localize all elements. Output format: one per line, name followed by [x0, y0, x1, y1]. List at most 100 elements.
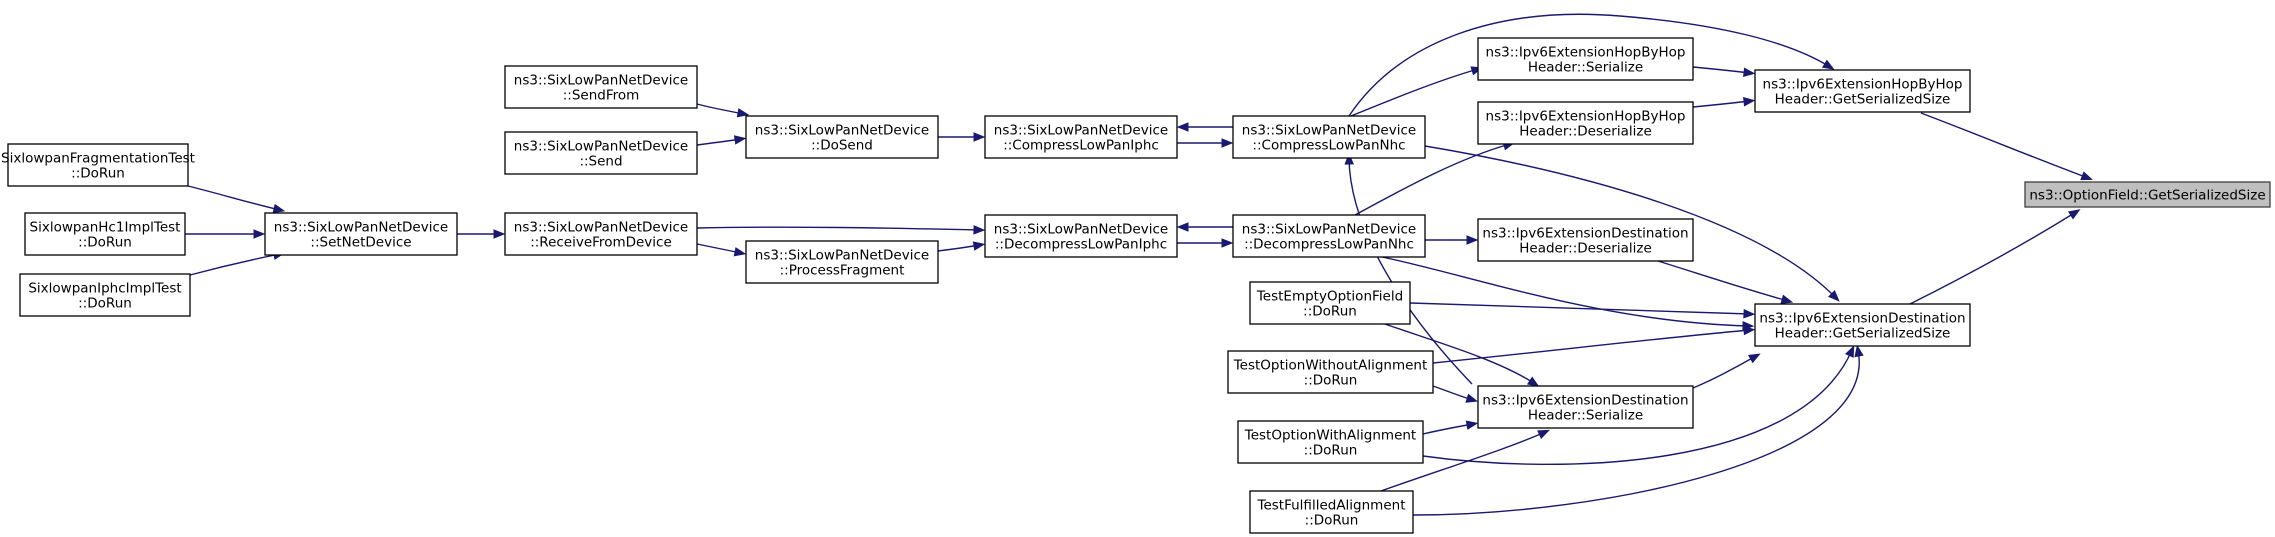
edge-line	[696, 243, 742, 254]
edge-setnet-to-recv	[457, 229, 506, 239]
edge-dst_size-to-root	[1909, 209, 2081, 305]
edge-line	[1412, 349, 1860, 516]
edge-dst_ser-to-dst_size	[1692, 353, 1761, 389]
node-box	[1477, 37, 1694, 81]
node-box	[504, 131, 698, 175]
node-label: Header::Deserialize	[1519, 124, 1652, 140]
node-label: ::DoRun	[1304, 443, 1358, 459]
node-t-with[interactable]: TestOptionWithAlignment::DoRun	[1237, 420, 1424, 464]
node-label: ::Send	[579, 154, 622, 170]
arrowhead	[973, 225, 986, 235]
arrowhead	[1537, 429, 1550, 439]
node-label: ns3::Ipv6ExtensionDestination	[1759, 311, 1965, 327]
edge-line	[696, 226, 981, 231]
node-label: ::CompressLowPanNhc	[1252, 138, 1405, 154]
edge-line	[1350, 68, 1479, 117]
arrowhead	[1743, 325, 1756, 336]
node-box	[504, 212, 698, 256]
edge-comp_nhc-to-dst_size	[1424, 145, 1840, 302]
node-label: ns3::SixLowPanNetDevice	[994, 123, 1168, 139]
edge-dst_deser-to-dst_size	[1657, 260, 1794, 304]
arrowhead	[972, 241, 986, 251]
arrowhead	[1465, 420, 1479, 430]
edge-line	[1692, 100, 1751, 108]
node-label: Header::Serialize	[1528, 60, 1643, 76]
edge-comp_nhc-to-hbh_size	[1348, 13, 1835, 117]
arrowhead	[1176, 222, 1189, 232]
node-hbh-ser[interactable]: ns3::Ipv6ExtensionHopByHopHeader::Serial…	[1477, 37, 1694, 81]
edge-line	[187, 185, 281, 211]
node-hbh-deser[interactable]: ns3::Ipv6ExtensionHopByHopHeader::Deseri…	[1477, 101, 1694, 145]
node-t-hc1[interactable]: SixlowpanHc1ImplTest::DoRun	[24, 212, 186, 256]
edge-recv-to-decomp_iphc	[696, 225, 986, 235]
node-dst-size[interactable]: ns3::Ipv6ExtensionDestinationHeader::Get…	[1754, 303, 1971, 347]
node-box	[984, 115, 1178, 159]
node-dosend[interactable]: ns3::SixLowPanNetDevice::DoSend	[745, 115, 939, 159]
edge-line	[1422, 349, 1853, 466]
edge-comp_nhc-to-hbh_ser	[1350, 66, 1484, 117]
node-box	[1249, 490, 1414, 534]
node-send[interactable]: ns3::SixLowPanNetDevice::Send	[504, 131, 698, 175]
arrowhead	[736, 108, 750, 118]
node-label: ::DoRun	[78, 296, 132, 312]
arrowhead	[1828, 290, 1840, 302]
edge-t_fulfilled-to-dst_ser	[1380, 429, 1550, 492]
node-decomp-iphc[interactable]: ns3::SixLowPanNetDevice::DecompressLowPa…	[984, 214, 1178, 258]
node-label: ::DoRun	[1305, 513, 1359, 529]
node-box	[1249, 281, 1411, 325]
node-box	[19, 273, 191, 317]
nodes: ns3::OptionField::GetSerializedSizens3::…	[1, 37, 2271, 534]
node-label: ns3::Ipv6ExtensionHopByHop	[1763, 77, 1963, 93]
node-box	[1754, 69, 1971, 113]
arrowhead	[1465, 393, 1479, 403]
edge-line	[1657, 260, 1789, 302]
edge-line	[1920, 112, 2089, 179]
edge-line	[1424, 145, 1837, 299]
node-label: SixlowpanHc1ImplTest	[30, 220, 181, 236]
node-comp-nhc[interactable]: ns3::SixLowPanNetDevice::CompressLowPanN…	[1232, 115, 1426, 159]
edge-t_empty-to-dst_size	[1409, 302, 1756, 319]
node-label: ns3::Ipv6ExtensionDestination	[1482, 393, 1688, 409]
edge-t_with-to-dst_size	[1422, 345, 1855, 466]
node-label: ns3::SixLowPanNetDevice	[755, 248, 929, 264]
edge-line	[1692, 66, 1751, 74]
node-t-fulfilled[interactable]: TestFulfilledAlignment::DoRun	[1249, 490, 1414, 534]
edge-t_empty-to-dst_ser	[1384, 323, 1540, 387]
node-root[interactable]: ns3::OptionField::GetSerializedSize	[2024, 181, 2271, 208]
node-dst-ser[interactable]: ns3::Ipv6ExtensionDestinationHeader::Ser…	[1477, 385, 1694, 429]
node-box	[1227, 350, 1434, 394]
node-label: ::DecompressLowPanNhc	[1244, 237, 1414, 253]
node-label: ::DoRun	[1303, 304, 1357, 320]
node-box	[1477, 218, 1694, 262]
node-recv[interactable]: ns3::SixLowPanNetDevice::ReceiveFromDevi…	[504, 212, 698, 256]
node-decomp-nhc[interactable]: ns3::SixLowPanNetDevice::DecompressLowPa…	[1232, 214, 1426, 258]
node-label: Header::Deserialize	[1519, 241, 1652, 257]
node-procfrag[interactable]: ns3::SixLowPanNetDevice::ProcessFragment	[745, 240, 939, 284]
node-box	[745, 240, 939, 284]
node-box	[264, 212, 458, 256]
node-t-without[interactable]: TestOptionWithoutAlignment::DoRun	[1227, 350, 1434, 394]
edge-decomp_nhc-to-decomp_iphc	[1176, 222, 1234, 232]
node-t-frag[interactable]: SixlowpanFragmentationTest::DoRun	[1, 143, 195, 187]
node-dst-deser[interactable]: ns3::Ipv6ExtensionDestinationHeader::Des…	[1477, 218, 1694, 262]
node-setnet[interactable]: ns3::SixLowPanNetDevice::SetNetDevice	[264, 212, 458, 256]
node-box	[984, 214, 1178, 258]
node-hbh-size[interactable]: ns3::Ipv6ExtensionHopByHopHeader::GetSer…	[1754, 69, 1971, 113]
node-t-iphc[interactable]: SixlowpanIphcImplTest::DoRun	[19, 273, 191, 317]
edge-decomp_nhc-to-dst_deser	[1425, 235, 1479, 245]
node-label: Header::GetSerializedSize	[1775, 92, 1951, 108]
edge-dosend-to-comp_iphc	[937, 132, 986, 142]
node-label: TestFulfilledAlignment	[1257, 498, 1406, 514]
node-box	[1232, 214, 1426, 258]
edge-hbh_ser-to-hbh_size	[1692, 66, 1756, 77]
node-t-empty[interactable]: TestEmptyOptionField::DoRun	[1249, 281, 1411, 325]
node-label: ns3::SixLowPanNetDevice	[1242, 123, 1416, 139]
arrowhead	[1221, 138, 1234, 148]
edge-send-to-dosend	[696, 135, 747, 146]
node-label: ::DecompressLowPanIphc	[995, 237, 1167, 253]
node-comp-iphc[interactable]: ns3::SixLowPanNetDevice::CompressLowPanI…	[984, 115, 1178, 159]
arrowhead	[1743, 97, 1756, 107]
node-sendfrom[interactable]: ns3::SixLowPanNetDevice::SendFrom	[504, 65, 698, 109]
arrowhead	[1780, 294, 1794, 304]
